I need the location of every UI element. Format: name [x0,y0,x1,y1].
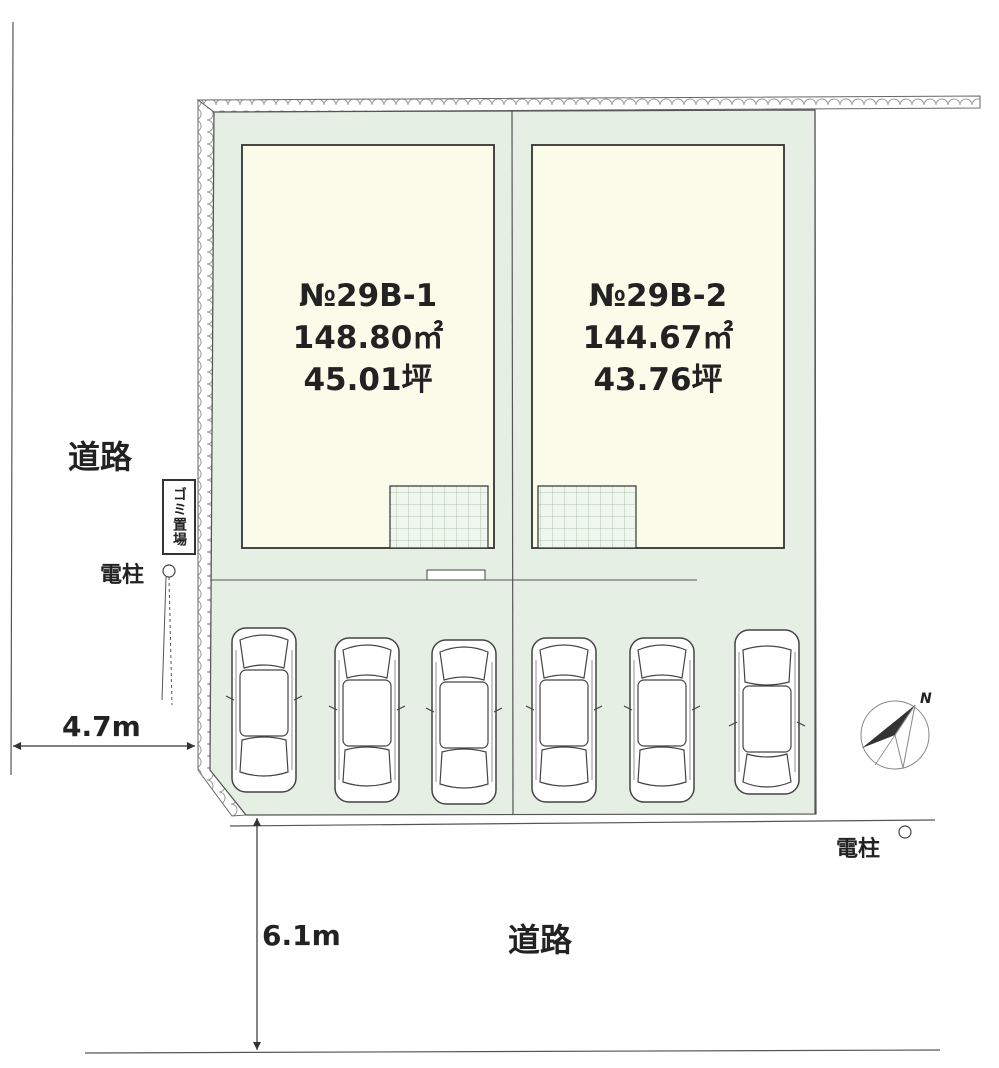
north-boundary-wall [196,95,981,113]
compass-icon [860,700,930,770]
terrace-lot-1 [389,485,489,549]
car-icon [425,639,503,805]
garbage-station: ゴミ置場 [162,479,196,555]
compass-north-label: N [920,691,932,707]
south-road-width: 6.1m [262,919,341,952]
utility-pole-label-2: 電柱 [836,837,881,862]
lot-2-area-m2: 144.67㎡ [582,320,734,356]
lot-1-info: №29B-1 148.80㎡ 45.01坪 [262,275,474,401]
arrow-icon [187,742,195,750]
utility-pole-icon [898,825,912,839]
utility-pole-label: 電柱 [100,563,145,588]
car-icon [525,637,603,803]
building-lot-2 [531,144,785,549]
south-road-edge-line [229,819,936,827]
garbage-station-label: ゴミ置場 [171,487,187,547]
lot-2-number: №29B-2 [588,278,728,314]
lot-2-area-tsubo: 43.76坪 [593,362,723,398]
lot-1-area-tsubo: 45.01坪 [303,362,433,398]
arrow-icon [253,818,261,826]
car-icon [728,629,806,795]
building-lot-1 [241,144,495,549]
lot-divider-line [511,109,514,815]
car-icon [225,627,303,793]
car-icon [328,637,406,803]
south-road-label: 道路 [508,921,573,959]
arrow-icon [13,742,21,750]
arrow-icon [253,1042,261,1050]
south-road-far-line [84,1049,941,1054]
west-road-label: 道路 [68,438,133,476]
utility-pole-icon [162,564,176,578]
pole-guy-wire [161,576,167,701]
terrace-lot-2 [537,485,637,549]
lot-2-info: №29B-2 144.67㎡ 43.76坪 [552,275,764,401]
lot-1-area-m2: 148.80㎡ [292,320,444,356]
lot-1-number: №29B-1 [298,278,438,314]
car-icon [623,637,701,803]
west-road-width: 4.7m [62,710,141,743]
west-road-edge-line [10,21,14,776]
pole-guy-wire [168,576,173,706]
porch-step [426,569,486,581]
